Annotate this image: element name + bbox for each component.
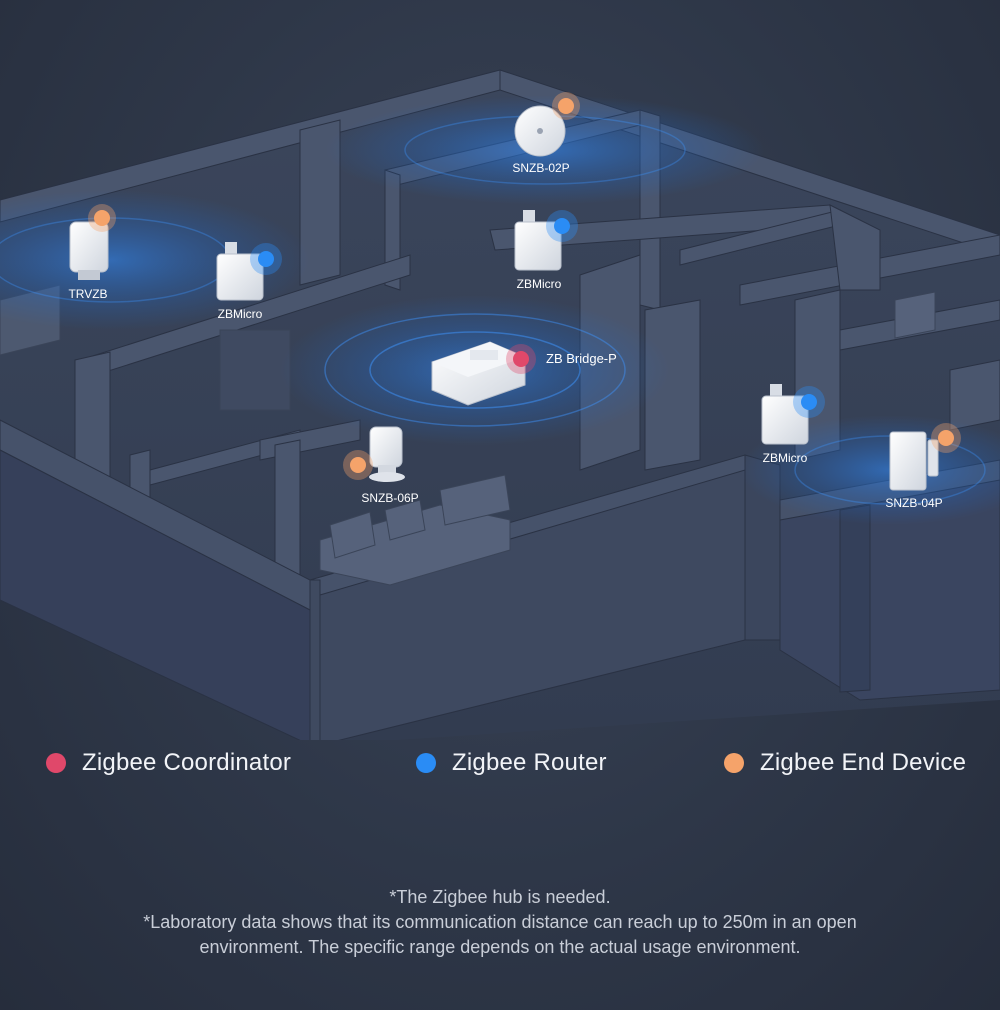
footnotes: *The Zigbee hub is needed. *Laboratory d… (0, 885, 1000, 960)
end-device-indicator (94, 210, 110, 226)
device-zbmicro-right: ZBMicro (761, 384, 825, 465)
device-label-snzb-04p: SNZB-04P (885, 496, 942, 510)
router-dot-icon (416, 753, 436, 773)
note-hub-needed: *The Zigbee hub is needed. (389, 887, 611, 907)
device-snzb-06p: SNZB-06P (343, 426, 419, 505)
end-device-indicator (558, 98, 574, 114)
device-label-snzb-06p: SNZB-06P (361, 491, 418, 505)
coordinator-indicator (513, 351, 529, 367)
legend-label-coordinator: Zigbee Coordinator (82, 749, 292, 776)
router-indicator (801, 394, 817, 410)
device-zbmicro-center: ZBMicro (514, 210, 578, 291)
device-zbmicro-left: ZBMicro (216, 242, 282, 321)
legend-item-end-device: Zigbee End Device (724, 745, 966, 781)
legend-item-router: Zigbee Router (416, 745, 607, 781)
device-label-zbmicro-right: ZBMicro (763, 451, 808, 465)
device-snzb-02p: SNZB-02P (512, 92, 580, 175)
end-device-dot-icon (724, 753, 744, 773)
legend-label-end-device: Zigbee End Device (760, 749, 967, 776)
floorplan-scene: SNZB-02P TRVZB ZBMicro ZBMicro ZB Bridge… (0, 69, 1000, 740)
router-indicator (258, 251, 274, 267)
router-indicator (554, 218, 570, 234)
note-lab-line-1: *Laboratory data shows that its communic… (143, 912, 857, 932)
device-label-zbmicro-left: ZBMicro (218, 307, 263, 321)
end-device-indicator (350, 457, 366, 473)
end-device-indicator (938, 430, 954, 446)
note-lab-line-2: environment. The specific range depends … (199, 937, 801, 957)
legend: Zigbee Coordinator Zigbee Router Zigbee … (0, 745, 1000, 781)
house-walls (0, 69, 1000, 740)
device-label-snzb-02p: SNZB-02P (512, 161, 569, 175)
coordinator-dot-icon (46, 753, 66, 773)
device-zb-bridge-p: ZB Bridge-P (431, 341, 617, 406)
device-label-zbmicro-center: ZBMicro (517, 277, 562, 291)
legend-item-coordinator: Zigbee Coordinator (46, 745, 291, 781)
device-label-zb-bridge-p: ZB Bridge-P (546, 351, 617, 366)
device-snzb-04p: SNZB-04P (885, 423, 961, 510)
device-label-trvzb: TRVZB (68, 287, 107, 301)
device-trvzb: TRVZB (68, 204, 116, 301)
legend-label-router: Zigbee Router (452, 749, 607, 776)
